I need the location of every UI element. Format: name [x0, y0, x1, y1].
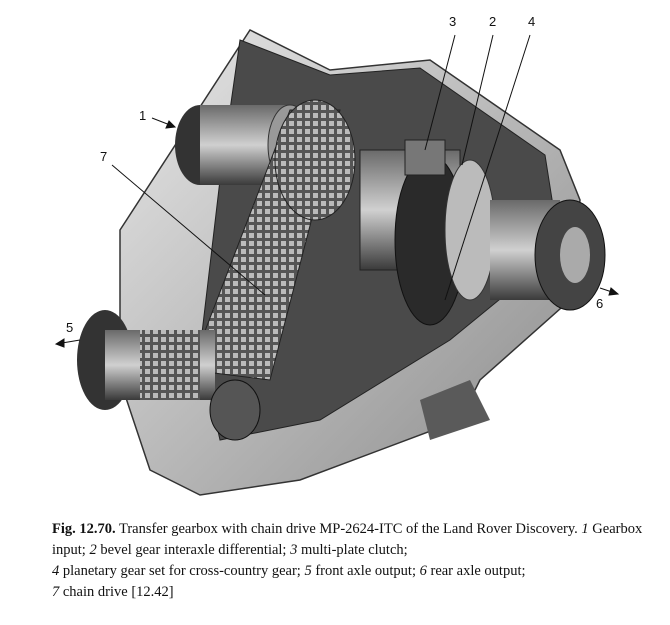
item-number: 2: [89, 542, 97, 558]
callout-6: 6: [596, 296, 604, 311]
leader-lines: [54, 34, 620, 348]
rear-axle-output: [490, 199, 606, 311]
callout-7: 7: [100, 149, 108, 164]
figure-caption: Fig. 12.70. Transfer gearbox with chain …: [52, 519, 652, 603]
callout-5: 5: [66, 320, 74, 335]
item-text: rear axle output;: [426, 563, 526, 579]
callout-1: 1: [139, 108, 147, 123]
item-text: multi-plate clutch;: [297, 542, 408, 558]
item-number: 7: [52, 584, 60, 600]
item-number: 1: [581, 521, 589, 537]
callout-2: 2: [489, 14, 497, 29]
caption-title: Transfer gearbox with chain drive MP-262…: [115, 521, 582, 537]
callout-4: 4: [528, 14, 536, 29]
item-number: 4: [52, 563, 60, 579]
callout-3: 3: [449, 14, 457, 29]
chain-drive: [189, 99, 356, 381]
front-axle-output: [77, 310, 261, 441]
item-text: planetary gear set for cross-country gea…: [59, 563, 305, 579]
item-number: 6: [419, 563, 427, 579]
caption-label: Fig. 12.70.: [52, 521, 116, 537]
transfer-gearbox-illustration: [54, 29, 620, 496]
item-text: chain drive [12.42]: [59, 584, 174, 600]
clutch-differential: [359, 139, 496, 326]
item-text: bevel gear interaxle differential;: [96, 542, 291, 558]
item-text: front axle output;: [311, 563, 420, 579]
item-number: 3: [290, 542, 298, 558]
item-number: 5: [304, 563, 312, 579]
item-text: Gearbox input;: [52, 521, 643, 558]
